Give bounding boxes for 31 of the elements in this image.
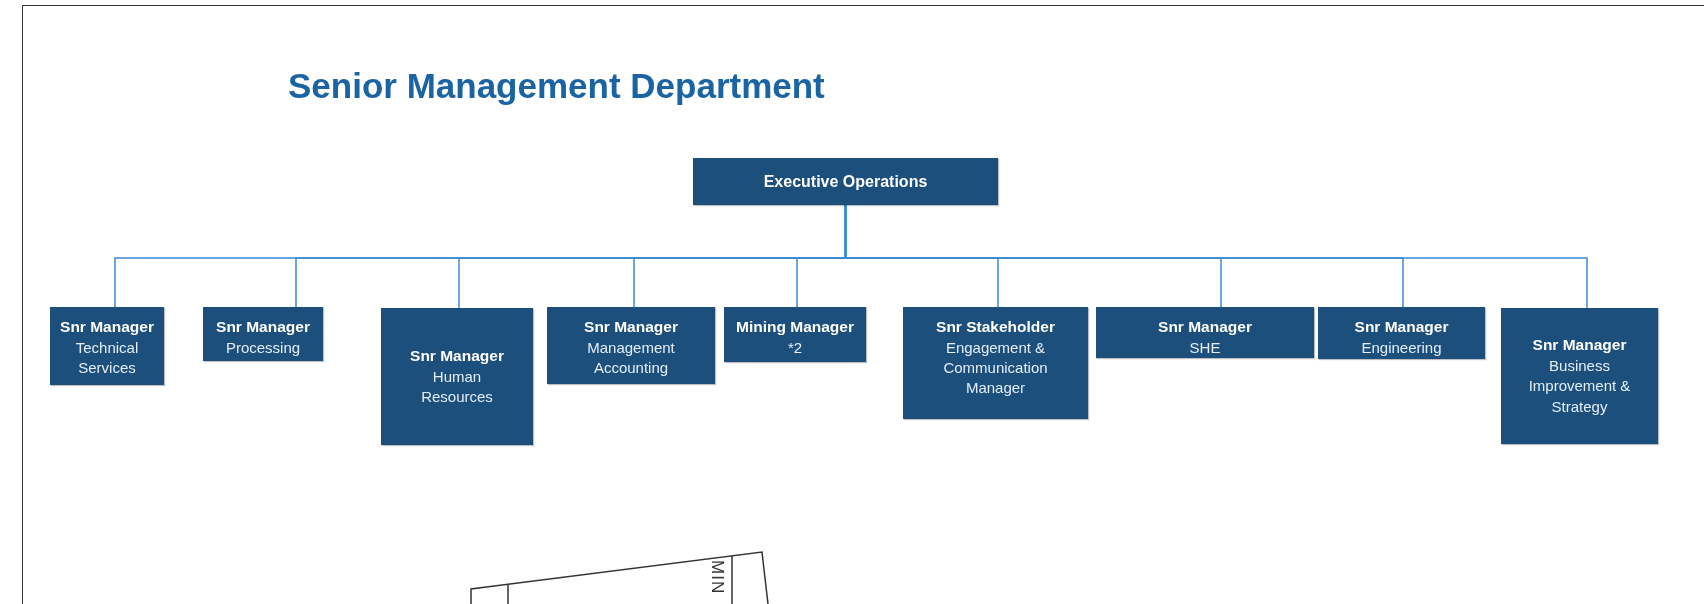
org-chart-box bbox=[693, 158, 998, 205]
org-chart-box bbox=[203, 307, 323, 361]
stamp-text: MIN bbox=[709, 560, 726, 595]
role-title: Mining Manager bbox=[736, 317, 854, 337]
org-chart-box bbox=[547, 307, 715, 384]
role-area: Human Resources bbox=[409, 366, 505, 408]
role-title: Snr Manager bbox=[216, 317, 310, 337]
role-title: Snr Manager bbox=[410, 345, 504, 366]
role-area: *2 bbox=[787, 337, 803, 359]
org-chart-box bbox=[724, 307, 866, 362]
org-chart-box bbox=[1318, 307, 1485, 359]
role-area: SHE bbox=[1189, 337, 1221, 359]
org-chart-box bbox=[1096, 307, 1314, 358]
role-title: Snr Stakeholder bbox=[936, 317, 1055, 337]
role-area: Technical Services bbox=[54, 337, 160, 379]
role-title: Snr Manager bbox=[584, 317, 678, 337]
role-title: Snr Manager bbox=[1354, 317, 1449, 337]
role-area: Business Improvement & Strategy bbox=[1505, 356, 1654, 417]
role-area: Engagement & Communication Manager bbox=[921, 337, 1070, 399]
role-area: Engineering bbox=[1361, 337, 1442, 359]
org-chart-box bbox=[50, 307, 164, 385]
org-chart-box bbox=[381, 308, 533, 445]
role-area: Management Accounting bbox=[551, 337, 711, 379]
role-title: Snr Manager bbox=[60, 317, 154, 337]
role-title: Snr Manager bbox=[1532, 335, 1627, 356]
org-chart-box bbox=[1501, 308, 1658, 444]
role-title: Snr Manager bbox=[1158, 317, 1252, 337]
title: Senior Management Department bbox=[288, 66, 825, 106]
role-title: Executive Operations bbox=[763, 171, 928, 192]
org-chart-box bbox=[903, 307, 1088, 419]
role-area: Processing bbox=[225, 337, 301, 359]
